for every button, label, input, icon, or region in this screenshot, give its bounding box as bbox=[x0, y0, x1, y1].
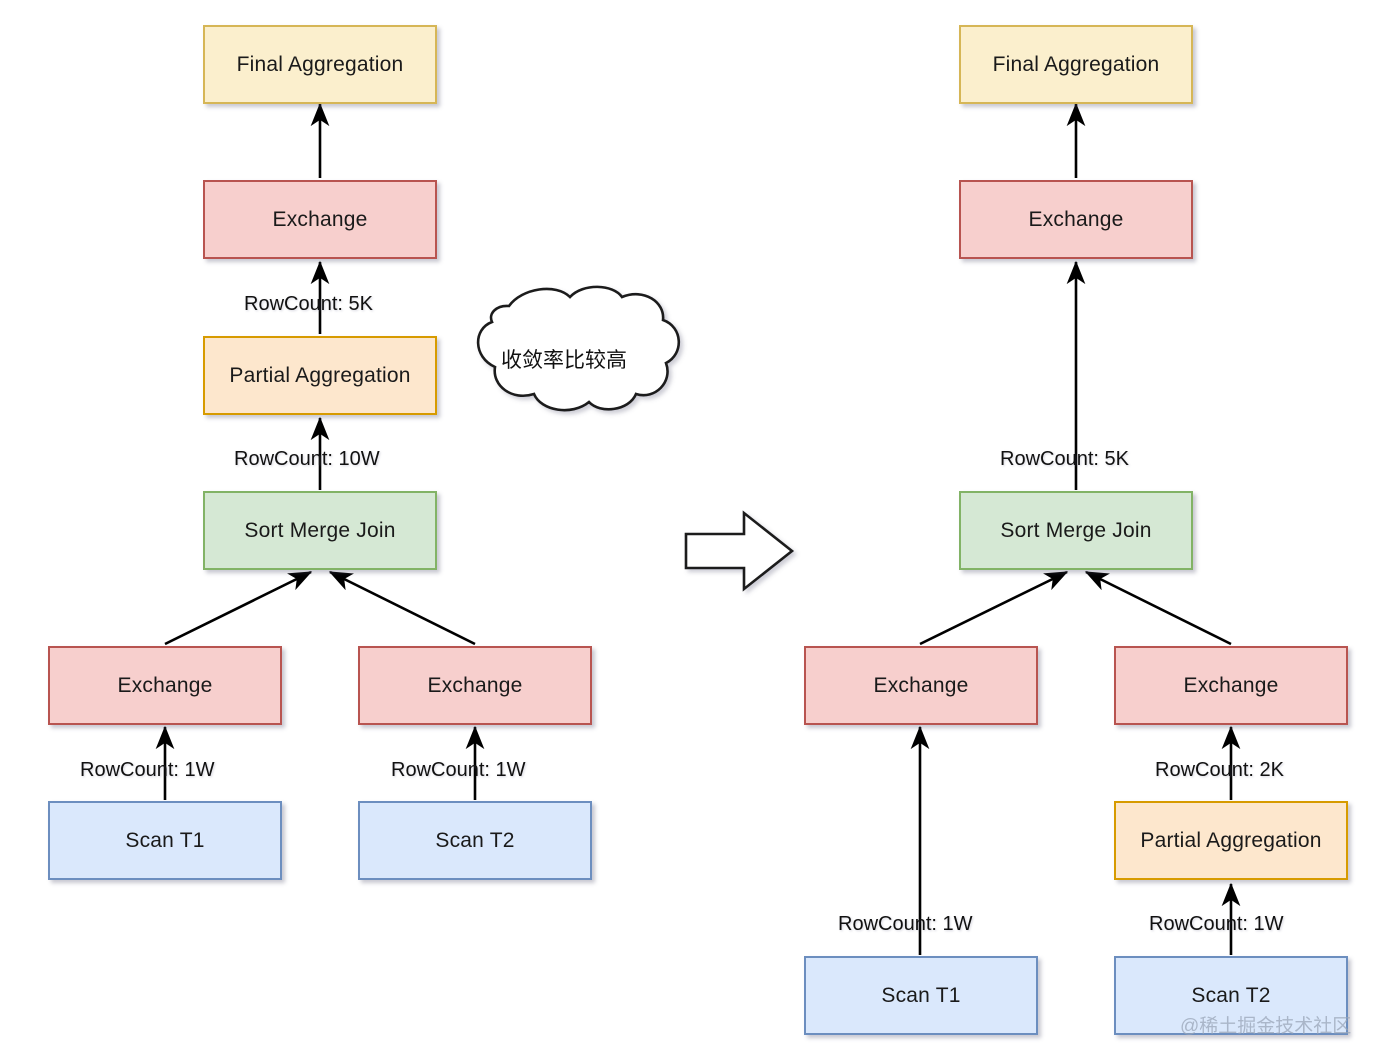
left-sort-merge-join-label: Sort Merge Join bbox=[244, 518, 396, 542]
right-scan-t1-node[interactable]: Scan T1 bbox=[804, 956, 1038, 1035]
right-bottom-left-exchange-label: Exchange bbox=[873, 673, 969, 697]
right-scan-t2-label: Scan T2 bbox=[1191, 983, 1271, 1007]
left-bottom-right-exchange-label: Exchange bbox=[427, 673, 523, 697]
right-label-scan-t2: RowCount: 1W bbox=[1149, 913, 1284, 936]
edge-right-exchange-to-join-right bbox=[1084, 570, 1232, 646]
transform-arrow bbox=[684, 510, 795, 592]
left-partial-aggregation-label: Partial Aggregation bbox=[229, 363, 411, 387]
left-final-aggregation-label: Final Aggregation bbox=[236, 52, 404, 76]
right-label-partial-to-exchange-text: RowCount: 2K bbox=[1155, 759, 1284, 781]
right-label-scan-t1-text: RowCount: 1W bbox=[838, 913, 973, 935]
left-label-scan-t1-text: RowCount: 1W bbox=[80, 759, 215, 781]
left-bottom-left-exchange-node[interactable]: Exchange bbox=[48, 646, 282, 725]
right-label-partial-to-exchange: RowCount: 2K bbox=[1155, 759, 1284, 782]
cloud-annotation-label: 收敛率比较高 bbox=[501, 344, 627, 374]
left-label-partial-to-exchange: RowCount: 5K bbox=[244, 293, 373, 316]
left-label-join-to-partial-text: RowCount: 10W bbox=[234, 448, 380, 470]
watermark-label: @稀土掘金技术社区 bbox=[1180, 1011, 1351, 1038]
left-sort-merge-join-node[interactable]: Sort Merge Join bbox=[203, 491, 437, 570]
right-bottom-right-exchange-label: Exchange bbox=[1183, 673, 1279, 697]
left-label-scan-t2-text: RowCount: 1W bbox=[391, 759, 526, 781]
left-top-exchange-label: Exchange bbox=[272, 207, 368, 231]
right-final-aggregation-node[interactable]: Final Aggregation bbox=[959, 25, 1193, 104]
edge-left-exchange-to-join bbox=[164, 570, 313, 646]
left-final-aggregation-node[interactable]: Final Aggregation bbox=[203, 25, 437, 104]
right-partial-aggregation-node[interactable]: Partial Aggregation bbox=[1114, 801, 1348, 880]
cloud-annotation-text: 收敛率比较高 bbox=[501, 349, 627, 372]
right-label-join-to-exchange-text: RowCount: 5K bbox=[1000, 448, 1129, 470]
edge-right-exchange-to-join bbox=[328, 570, 476, 646]
right-plan-edges bbox=[910, 102, 1241, 955]
left-scan-t1-label: Scan T1 bbox=[125, 828, 205, 852]
right-label-scan-t2-text: RowCount: 1W bbox=[1149, 913, 1284, 935]
left-label-partial-to-exchange-text: RowCount: 5K bbox=[244, 293, 373, 315]
left-partial-aggregation-node[interactable]: Partial Aggregation bbox=[203, 336, 437, 415]
left-scan-t2-node[interactable]: Scan T2 bbox=[358, 801, 592, 880]
right-bottom-right-exchange-node[interactable]: Exchange bbox=[1114, 646, 1348, 725]
left-label-scan-t2: RowCount: 1W bbox=[391, 759, 526, 782]
cloud-annotation-shape bbox=[476, 285, 681, 412]
watermark-text: @稀土掘金技术社区 bbox=[1180, 1016, 1352, 1037]
left-label-scan-t1: RowCount: 1W bbox=[80, 759, 215, 782]
right-sort-merge-join-node[interactable]: Sort Merge Join bbox=[959, 491, 1193, 570]
right-partial-aggregation-label: Partial Aggregation bbox=[1140, 828, 1322, 852]
left-label-join-to-partial: RowCount: 10W bbox=[234, 448, 380, 471]
left-scan-t1-node[interactable]: Scan T1 bbox=[48, 801, 282, 880]
right-sort-merge-join-label: Sort Merge Join bbox=[1000, 518, 1152, 542]
right-scan-t1-label: Scan T1 bbox=[881, 983, 961, 1007]
left-plan-edges bbox=[155, 102, 485, 800]
left-top-exchange-node[interactable]: Exchange bbox=[203, 180, 437, 259]
left-scan-t2-label: Scan T2 bbox=[435, 828, 515, 852]
edge-left-exchange-to-join-right bbox=[919, 570, 1069, 646]
right-final-aggregation-label: Final Aggregation bbox=[992, 52, 1160, 76]
right-scan-t2-node[interactable]: Scan T2 bbox=[1114, 956, 1348, 1035]
right-label-scan-t1: RowCount: 1W bbox=[838, 913, 973, 936]
right-top-exchange-node[interactable]: Exchange bbox=[959, 180, 1193, 259]
right-bottom-left-exchange-node[interactable]: Exchange bbox=[804, 646, 1038, 725]
left-bottom-right-exchange-node[interactable]: Exchange bbox=[358, 646, 592, 725]
right-top-exchange-label: Exchange bbox=[1028, 207, 1124, 231]
right-label-join-to-exchange: RowCount: 5K bbox=[1000, 448, 1129, 471]
left-bottom-left-exchange-label: Exchange bbox=[117, 673, 213, 697]
